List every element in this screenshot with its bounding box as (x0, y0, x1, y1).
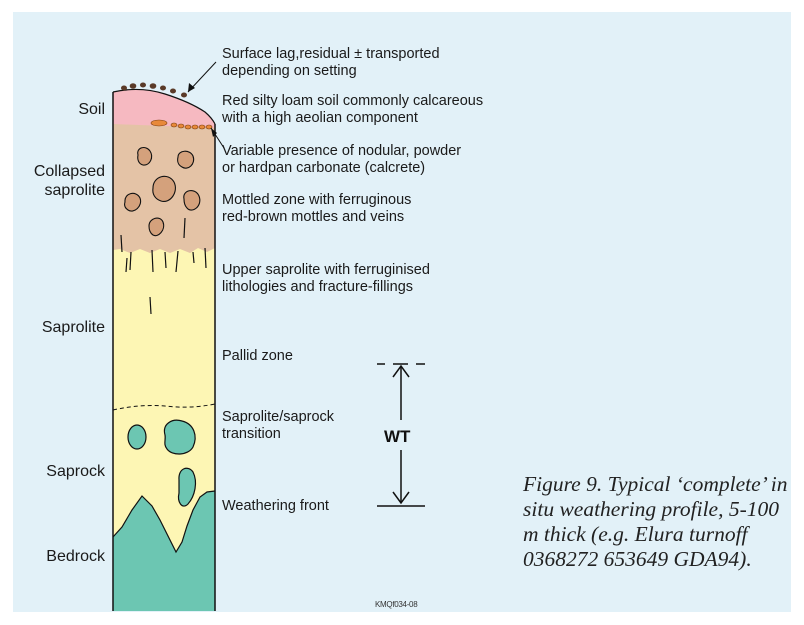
carbonate-text-line2: or hardpan carbonate (calcrete) (222, 160, 425, 177)
mottled-zone-text-line1: Mottled zone with ferruginous (222, 192, 411, 209)
mottled-zone-text-line2: red-brown mottles and veins (222, 209, 404, 226)
weathering-front-text: Weathering front (222, 498, 329, 515)
red-soil-text-line1: Red silty loam soil commonly calcareous (222, 93, 483, 110)
surface-lag-text-line2: depending on setting (222, 63, 357, 80)
corestone (128, 425, 146, 449)
figure-caption: Figure 9. Typical ‘complete’ in situ wea… (523, 472, 793, 572)
transition-text-line2: transition (222, 426, 281, 443)
upper-saprolite-text-line2: lithologies and fracture-fillings (222, 279, 413, 296)
figure-code: KMQf034-08 (375, 600, 417, 609)
surface-lag-text-line1: Surface lag,residual ± transported (222, 46, 440, 63)
arrowhead-lag (188, 83, 195, 92)
collapsed-saprolite-label-line2: saprolite (5, 181, 105, 200)
water-table-label: WT (384, 427, 410, 447)
saprock-label: Saprock (5, 462, 105, 481)
collapsed-saprolite-label-line1: Collapsed (5, 162, 105, 181)
corestone (164, 420, 195, 454)
carbonate-text-line1: Variable presence of nodular, powder (222, 143, 461, 160)
red-soil-text-line2: with a high aeolian component (222, 110, 418, 127)
saprolite-label: Saprolite (5, 318, 105, 337)
soil-label: Soil (5, 100, 105, 119)
upper-saprolite-text-line1: Upper saprolite with ferruginised (222, 262, 430, 279)
pallid-zone-text: Pallid zone (222, 348, 293, 365)
transition-text-line1: Saprolite/saprock (222, 409, 334, 426)
bedrock-label: Bedrock (5, 547, 105, 566)
